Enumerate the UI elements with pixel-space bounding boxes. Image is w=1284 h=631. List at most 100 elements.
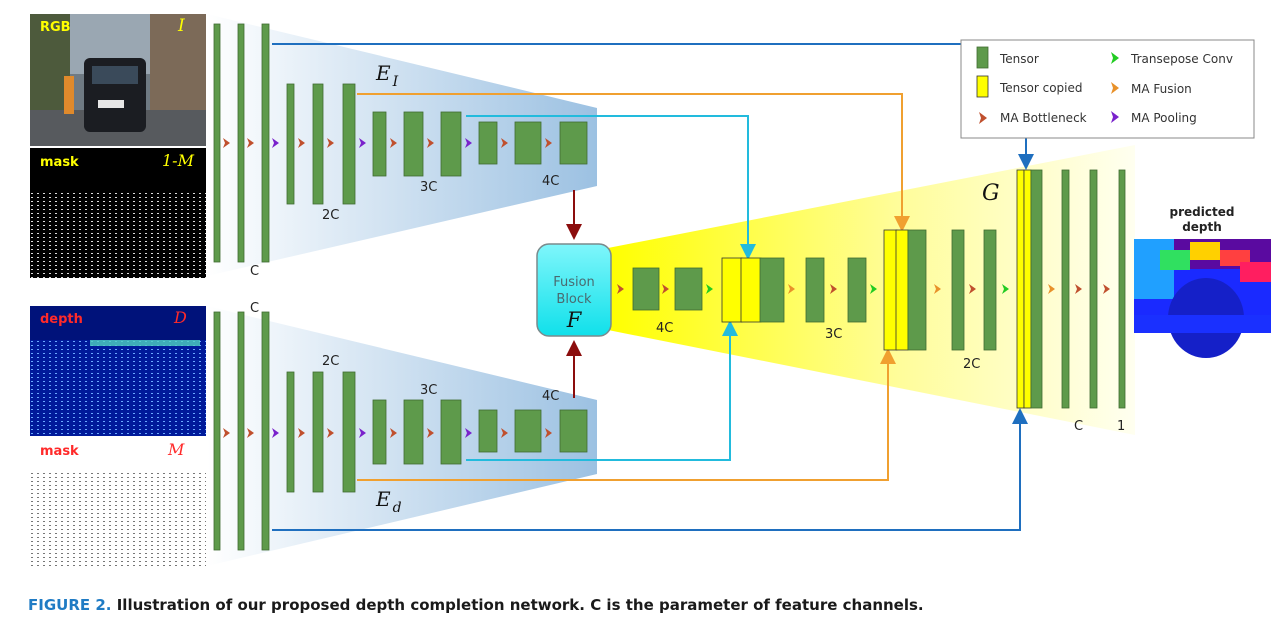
skip-orange-bottom <box>357 348 896 481</box>
ma-pooling-icon <box>272 428 279 438</box>
tensor <box>403 111 424 177</box>
dec-label-1: 1 <box>1117 419 1125 434</box>
encoder-image-region <box>207 14 597 276</box>
tensor <box>847 257 867 323</box>
ma-pooling-icon <box>359 138 366 148</box>
tensor <box>983 229 997 351</box>
ma-bottleneck-icon <box>327 428 334 438</box>
ed-label-2c: 2C <box>322 354 339 369</box>
tensor <box>1118 169 1126 409</box>
rgb-symbol: I <box>177 16 185 36</box>
mask-top-symbol: 1-M <box>162 151 195 170</box>
ma-bottleneck-icon <box>830 284 837 294</box>
mask-bottom-label: mask <box>40 444 79 459</box>
ma-pooling-icon <box>465 428 472 438</box>
predicted-depth-image <box>1134 239 1271 358</box>
dec-label-3c: 3C <box>825 327 842 342</box>
ei-label-3c: 3C <box>420 180 437 195</box>
depth-symbol: D <box>173 308 187 327</box>
skip-cyan-top <box>466 115 756 260</box>
ed-label-3c: 3C <box>420 383 437 398</box>
tensor-copied <box>740 257 762 323</box>
encoder-image-tensors <box>213 23 588 263</box>
fusion-line1: Fusion <box>553 275 595 290</box>
ma-bottleneck-icon <box>501 428 508 438</box>
transpose-conv-icon <box>1002 284 1009 294</box>
decoder-region <box>608 145 1135 435</box>
ma-bottleneck-icon <box>247 138 254 148</box>
tensor <box>213 23 221 263</box>
ma-bottleneck-icon <box>390 428 397 438</box>
ma-pooling-icon <box>465 138 472 148</box>
mask-top-image <box>30 148 206 278</box>
dec-label-4c: 4C <box>656 321 673 336</box>
skip-blue-bottom <box>272 408 1028 531</box>
ma-bottleneck-icon <box>223 138 230 148</box>
tensor <box>759 257 785 323</box>
tensor <box>674 267 703 311</box>
ma-pooling-icon <box>1111 111 1119 123</box>
tensor <box>514 121 542 165</box>
tensor <box>237 311 245 551</box>
ma-bottleneck-icon <box>390 138 397 148</box>
ma-bottleneck-icon <box>545 428 552 438</box>
tensor <box>1061 169 1070 409</box>
fusion-symbol: F <box>566 308 583 332</box>
transpose-conv-icon <box>1111 52 1119 64</box>
ma-bottleneck-icon <box>298 138 305 148</box>
legend-tensor-copied: Tensor copied <box>999 81 1083 95</box>
tensor <box>1030 169 1043 409</box>
tensor <box>559 409 588 453</box>
ma-bottleneck-icon <box>327 138 334 148</box>
depth-label: depth <box>40 312 83 327</box>
ma-bottleneck-icon <box>662 284 669 294</box>
fusion-line2: Block <box>556 292 592 307</box>
dec-label-2c: 2C <box>963 357 980 372</box>
ma-pooling-icon <box>272 138 279 148</box>
ma-bottleneck-icon <box>501 138 508 148</box>
ma-bottleneck-icon <box>427 428 434 438</box>
skip-cyan-bottom <box>466 320 738 461</box>
mask-top-label: mask <box>40 155 79 170</box>
tensor-copied <box>1023 169 1032 409</box>
decoder-ops <box>617 284 1110 294</box>
tensor <box>440 111 462 177</box>
encoder-depth-region <box>207 306 597 566</box>
ma-fusion-icon <box>934 284 941 294</box>
tensor <box>237 23 245 263</box>
rgb-label: RGB <box>40 20 71 35</box>
tensor <box>312 83 324 205</box>
ei-label-2c: 2C <box>322 208 339 223</box>
tensor <box>342 83 356 205</box>
ma-fusion-icon <box>788 284 795 294</box>
ma-bottleneck-icon <box>247 428 254 438</box>
ma-pooling-icon <box>359 428 366 438</box>
transpose-conv-icon <box>870 284 877 294</box>
ma-bottleneck-icon <box>427 138 434 148</box>
tensor <box>478 121 498 165</box>
decoder-tensors <box>632 169 1126 409</box>
tensor <box>286 371 295 493</box>
figure-caption-text: Illustration of our proposed depth compl… <box>116 596 924 614</box>
tensor <box>951 229 965 351</box>
tensor-copied <box>895 229 909 351</box>
ma-bottleneck-icon <box>223 428 230 438</box>
encoder-depth-tensors <box>213 311 588 551</box>
tensor <box>261 311 270 551</box>
tensor <box>907 229 927 351</box>
mask-bottom-image <box>30 438 206 566</box>
ei-label-4c: 4C <box>542 174 559 189</box>
ma-bottleneck-icon <box>1103 284 1110 294</box>
tensor <box>261 23 270 263</box>
tensor <box>1089 169 1098 409</box>
figure-number: FIGURE 2. <box>28 596 112 614</box>
legend-tensor: Tensor <box>999 52 1039 66</box>
skip-orange-top <box>357 93 910 232</box>
encoder-depth-ops <box>223 428 552 438</box>
tensor <box>342 371 356 493</box>
tensor <box>559 121 588 165</box>
tensor <box>478 409 498 453</box>
